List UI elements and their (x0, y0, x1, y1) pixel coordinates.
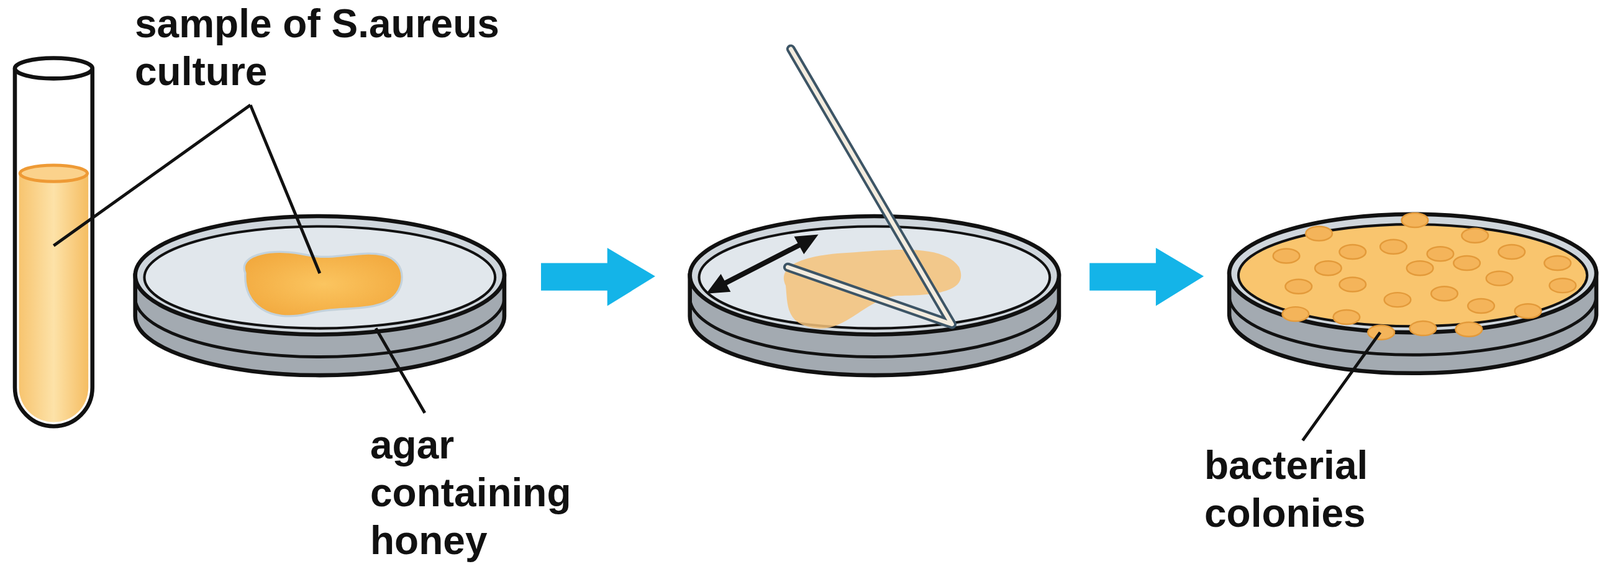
colony (1486, 271, 1514, 286)
petri-dish-lid (690, 216, 1060, 335)
petri-dish-lid (1229, 214, 1597, 333)
callout-label: agar containing honey (370, 421, 594, 565)
colony (1380, 239, 1407, 255)
leader-line (375, 328, 425, 414)
colony (1431, 286, 1458, 301)
bacteria-sample (244, 251, 402, 316)
motion-arrow-shaft (722, 243, 802, 285)
colony (1333, 309, 1361, 325)
motion-arrow-head (793, 234, 819, 255)
colony (1514, 303, 1542, 319)
liquid-surface (19, 165, 87, 182)
colony (1544, 255, 1571, 271)
test-tube (14, 68, 93, 427)
colony (1339, 244, 1366, 260)
agar-surface (1238, 224, 1587, 327)
colony (1339, 277, 1366, 292)
colony (1498, 244, 1525, 260)
step-arrow (1089, 247, 1204, 307)
colony (1406, 260, 1434, 276)
callout-label: bacterial colonies (1204, 441, 1391, 538)
agar-surface (698, 226, 1050, 328)
colony (1281, 306, 1309, 322)
colony (1427, 246, 1455, 261)
colony (1467, 298, 1495, 314)
colony (1409, 321, 1437, 336)
leader-line (1302, 332, 1381, 441)
tube-rim (14, 58, 93, 79)
colony (1273, 249, 1300, 264)
colony (1314, 260, 1342, 276)
colony (1461, 228, 1489, 243)
leader-line (53, 104, 251, 246)
colony (1305, 226, 1333, 241)
colony (1453, 255, 1481, 271)
spreader-core (787, 49, 952, 325)
colony (1549, 278, 1577, 293)
colony (1401, 213, 1429, 228)
colony (1367, 325, 1395, 340)
colony (1285, 279, 1312, 294)
colony-group (1273, 213, 1577, 340)
callout-label: sample of S.aureus culture (134, 0, 533, 96)
motion-arrow-head (706, 273, 731, 294)
step-arrow (540, 247, 656, 307)
leader-line (250, 104, 320, 274)
agar-surface (144, 226, 496, 328)
tube-liquid (19, 173, 89, 423)
spreader-outline (787, 49, 952, 325)
petri-dish-lid (135, 216, 505, 335)
colony (1455, 322, 1483, 337)
colony (1384, 292, 1412, 307)
